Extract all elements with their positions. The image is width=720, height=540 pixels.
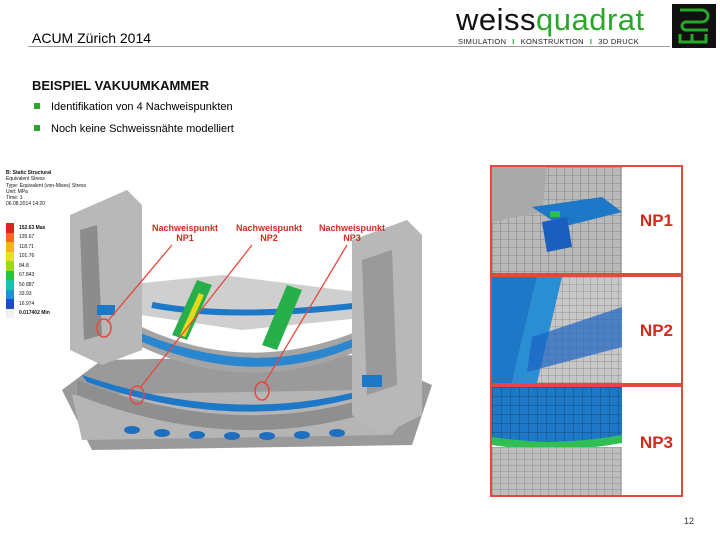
legend-swatch	[6, 232, 14, 242]
legend-label: 0.017402 Min	[19, 310, 50, 317]
legend-swatch	[6, 270, 14, 280]
legend-label: 50.887	[19, 281, 35, 288]
fe-model-image: Nachweispunkt NP1 Nachweispunkt NP2 Nach…	[62, 185, 442, 475]
legend-label: 118.71	[19, 243, 34, 250]
legend-row: 50.887	[6, 280, 50, 290]
callout-id: NP3	[343, 233, 361, 243]
callout-np3: Nachweispunkt NP3	[317, 223, 387, 243]
legend-label: 101.76	[19, 253, 35, 260]
callout-text: Nachweispunkt	[151, 223, 218, 233]
legend-label: 16.974	[19, 300, 35, 307]
brand-part-1: weiss	[456, 2, 537, 37]
legend-swatch	[6, 261, 14, 271]
legend-swatch	[6, 289, 14, 299]
legend-row: 101.76	[6, 251, 50, 261]
legend-row: 84.8	[6, 261, 50, 271]
bullet-text: Noch keine Schweissnähte modelliert	[51, 123, 234, 135]
bullet-list: Identifikation von 4 Nachweispunkten Noc…	[34, 101, 234, 145]
bullet-marker	[34, 125, 40, 131]
legend-swatch	[6, 280, 14, 290]
legend-row: 67.843	[6, 270, 50, 280]
tagline-separator: I	[512, 37, 515, 46]
result-line: Unit: MPa	[6, 188, 28, 195]
result-title: B: Static Structural	[6, 170, 52, 176]
bullet-item: Noch keine Schweissnähte modelliert	[34, 123, 234, 145]
result-info: B: Static Structural Equivalent Stress T…	[6, 170, 86, 208]
legend-label: 152.63 Max	[19, 224, 46, 231]
detail-panel-np2: NP2	[490, 275, 683, 385]
legend-swatch	[6, 308, 14, 318]
result-line: Equivalent Stress	[6, 176, 45, 183]
result-line: Type: Equivalent (von-Mises) Stress	[6, 182, 87, 189]
legend-row: 135.67	[6, 232, 50, 242]
legend-label: 84.8	[19, 262, 29, 269]
detail-panel-np3: NP3	[490, 385, 683, 497]
legend-swatch	[6, 223, 14, 233]
bullet-text: Identifikation von 4 Nachweispunkten	[51, 101, 233, 113]
detail-panel-np1: NP1	[490, 165, 683, 275]
legend-label: 135.67	[19, 234, 35, 241]
legend-label: 33.93	[19, 291, 32, 298]
legend-label: 67.843	[19, 272, 35, 279]
legend-swatch	[6, 251, 14, 261]
stress-color-scale: 152.63 Max 135.67 118.71 101.76 84.8 67.843 50…	[6, 223, 50, 318]
header-divider	[28, 46, 670, 47]
legend-row: 33.93	[6, 289, 50, 299]
legend-row: 16.974	[6, 299, 50, 309]
brand-logo	[672, 4, 716, 48]
panel-label-np3: NP3	[639, 433, 673, 452]
legend-row: 0.017402 Min	[6, 308, 50, 318]
legend-swatch	[6, 299, 14, 309]
callout-id: NP1	[176, 233, 194, 243]
bullet-item: Identifikation von 4 Nachweispunkten	[34, 101, 234, 123]
result-line: Time: 1	[6, 195, 23, 202]
brand-wordmark: weissquadrat	[456, 2, 645, 38]
tagline-separator: I	[589, 37, 593, 46]
tagline-simulation: SIMULATION	[458, 37, 507, 46]
brand-part-2: quadrat	[536, 2, 645, 37]
panel-label-np1: NP1	[639, 211, 673, 230]
callout-np2: Nachweispunkt NP2	[234, 223, 304, 243]
callout-text: Nachweispunkt	[235, 223, 302, 233]
callout-id: NP2	[260, 233, 278, 243]
panel-label-np2: NP2	[639, 321, 673, 340]
page-number: 12	[684, 516, 695, 526]
tagline-konstruktion: KONSTRUKTION	[520, 37, 584, 46]
presentation-title: ACUM Zürich 2014	[32, 30, 152, 46]
slide-heading: BEISPIEL VAKUUMKAMMER	[32, 78, 210, 93]
legend-swatch	[6, 242, 14, 252]
callout-np1: Nachweispunkt NP1	[150, 223, 220, 243]
brand-tagline: SIMULATION I KONSTRUKTION I 3D DRUCK	[458, 37, 639, 46]
result-line: 06.08.2014 14:20	[6, 201, 45, 208]
legend-row: 118.71	[6, 242, 50, 252]
legend-row: 152.63 Max	[6, 223, 50, 233]
bullet-marker	[34, 103, 40, 109]
tagline-3d-druck: 3D DRUCK	[598, 37, 640, 46]
callout-text: Nachweispunkt	[318, 223, 385, 233]
